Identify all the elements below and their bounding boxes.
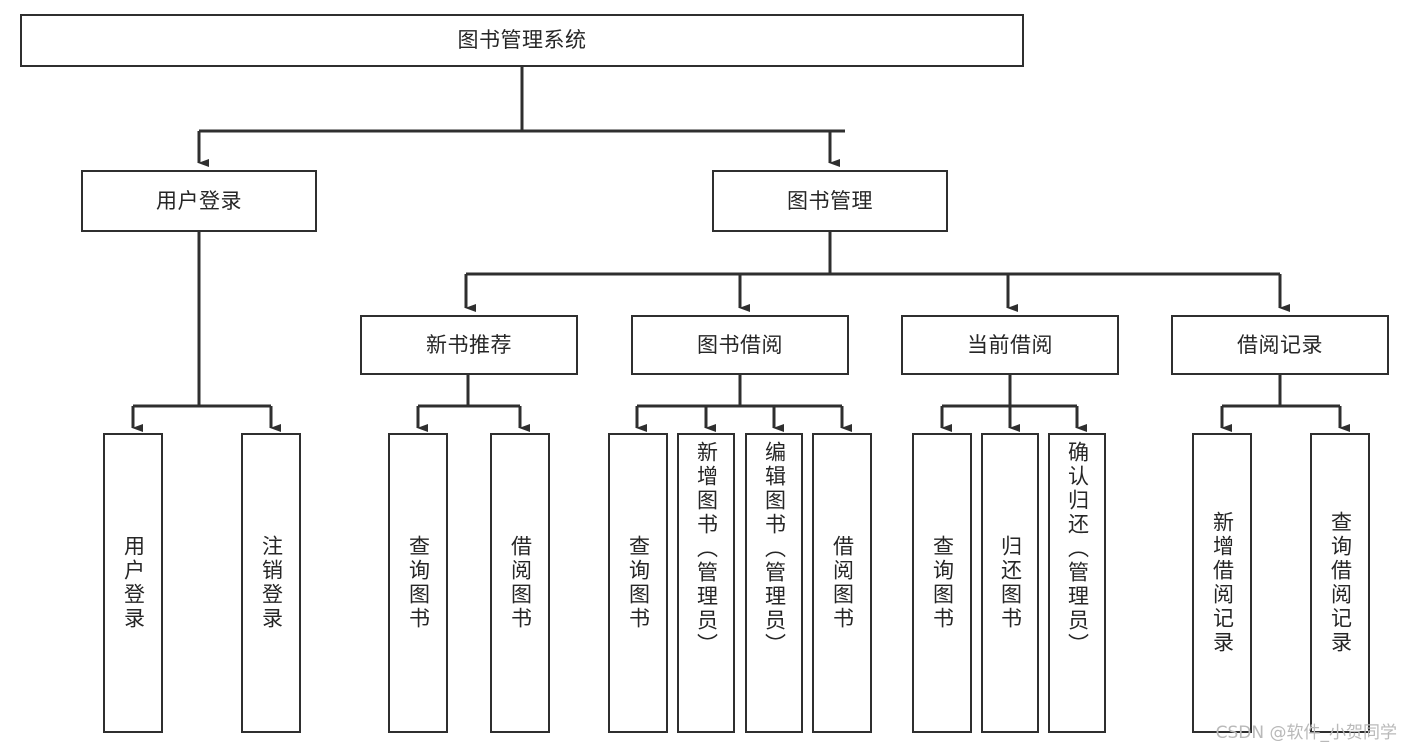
node-leaf-query-book-1-label: 查询图书 <box>406 535 431 631</box>
node-leaf-add-book-label: 新增图书（管理员） <box>694 441 719 657</box>
node-leaf-query-book-1[interactable]: 查询图书 <box>388 433 448 733</box>
node-leaf-add-record-label: 新增借阅记录 <box>1210 511 1235 655</box>
node-root-system-label: 图书管理系统 <box>457 28 587 53</box>
node-leaf-logout[interactable]: 注销登录 <box>241 433 301 733</box>
node-book-borrow[interactable]: 图书借阅 <box>631 315 849 375</box>
node-leaf-return-book[interactable]: 归还图书 <box>981 433 1039 733</box>
node-leaf-query-book-3[interactable]: 查询图书 <box>912 433 972 733</box>
node-book-manage[interactable]: 图书管理 <box>712 170 948 232</box>
node-current-borrow[interactable]: 当前借阅 <box>901 315 1119 375</box>
node-leaf-user-login[interactable]: 用户登录 <box>103 433 163 733</box>
node-book-borrow-label: 图书借阅 <box>697 332 783 357</box>
node-leaf-borrow-book-2-label: 借阅图书 <box>830 535 855 631</box>
node-leaf-query-record[interactable]: 查询借阅记录 <box>1310 433 1370 733</box>
node-leaf-query-book-2-label: 查询图书 <box>626 535 651 631</box>
node-root-system[interactable]: 图书管理系统 <box>20 14 1024 67</box>
csdn-watermark: CSDN @软件_小贺同学 <box>1215 723 1397 743</box>
node-leaf-edit-book-label: 编辑图书（管理员） <box>762 441 787 657</box>
node-leaf-query-book-3-label: 查询图书 <box>930 535 955 631</box>
node-leaf-query-book-2[interactable]: 查询图书 <box>608 433 668 733</box>
node-new-book-recommend[interactable]: 新书推荐 <box>360 315 578 375</box>
node-leaf-add-book[interactable]: 新增图书（管理员） <box>677 433 735 733</box>
node-user-login-label: 用户登录 <box>156 188 242 213</box>
node-borrow-record-label: 借阅记录 <box>1237 332 1323 357</box>
node-leaf-query-record-label: 查询借阅记录 <box>1328 511 1353 655</box>
node-leaf-borrow-book-1-label: 借阅图书 <box>508 535 533 631</box>
node-leaf-borrow-book-1[interactable]: 借阅图书 <box>490 433 550 733</box>
node-leaf-confirm-return[interactable]: 确认归还（管理员） <box>1048 433 1106 733</box>
node-leaf-return-book-label: 归还图书 <box>998 535 1023 631</box>
node-leaf-confirm-return-label: 确认归还（管理员） <box>1065 441 1090 657</box>
node-leaf-user-login-label: 用户登录 <box>121 535 146 631</box>
node-book-manage-label: 图书管理 <box>787 188 873 213</box>
node-user-login[interactable]: 用户登录 <box>81 170 317 232</box>
node-leaf-edit-book[interactable]: 编辑图书（管理员） <box>745 433 803 733</box>
node-leaf-borrow-book-2[interactable]: 借阅图书 <box>812 433 872 733</box>
node-leaf-logout-label: 注销登录 <box>259 535 284 631</box>
node-current-borrow-label: 当前借阅 <box>967 332 1053 357</box>
node-new-book-recommend-label: 新书推荐 <box>426 332 512 357</box>
node-leaf-add-record[interactable]: 新增借阅记录 <box>1192 433 1252 733</box>
node-borrow-record[interactable]: 借阅记录 <box>1171 315 1389 375</box>
